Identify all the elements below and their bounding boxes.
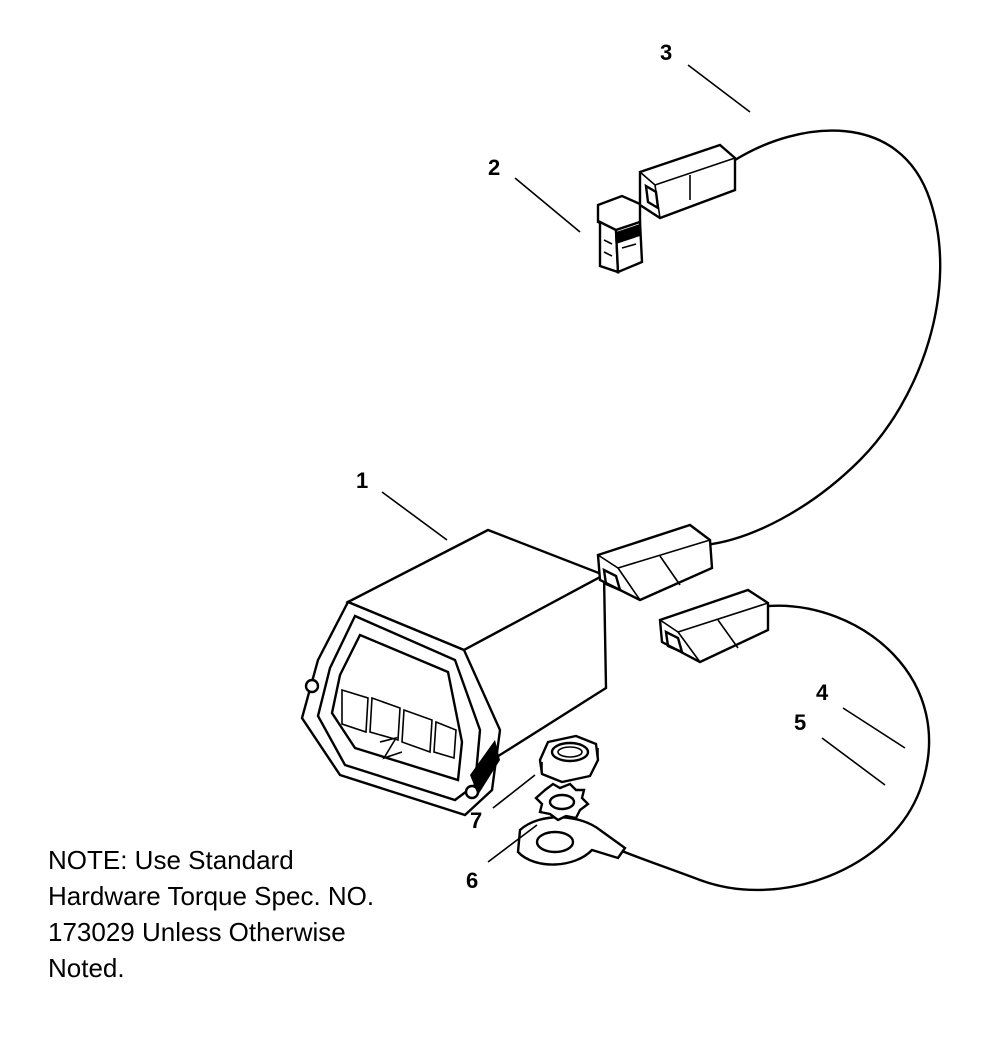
note-line-2: Hardware Torque Spec. NO. <box>48 881 375 911</box>
note-line-4: Noted. <box>48 953 125 983</box>
hour-meter <box>300 528 608 817</box>
callout-1: 1 <box>356 468 368 493</box>
callout-4: 4 <box>816 680 829 705</box>
torque-note: NOTE: Use Standard Hardware Torque Spec.… <box>48 842 468 986</box>
callout-2: 2 <box>488 155 500 180</box>
leader-lines <box>381 64 906 863</box>
lock-washer <box>534 782 590 822</box>
note-line-1: NOTE: Use Standard <box>48 845 294 875</box>
terminal-clip <box>596 194 644 274</box>
callout-5: 5 <box>794 710 806 735</box>
callout-7: 7 <box>470 808 482 833</box>
wire-harness-lower <box>516 588 931 892</box>
hex-nut <box>538 734 600 784</box>
note-line-3: 173029 Unless Otherwise <box>48 917 346 947</box>
wire-harness-upper <box>596 129 942 602</box>
callout-6: 6 <box>466 868 478 893</box>
mount-hole-left-icon <box>304 678 320 694</box>
callout-3: 3 <box>660 40 672 65</box>
